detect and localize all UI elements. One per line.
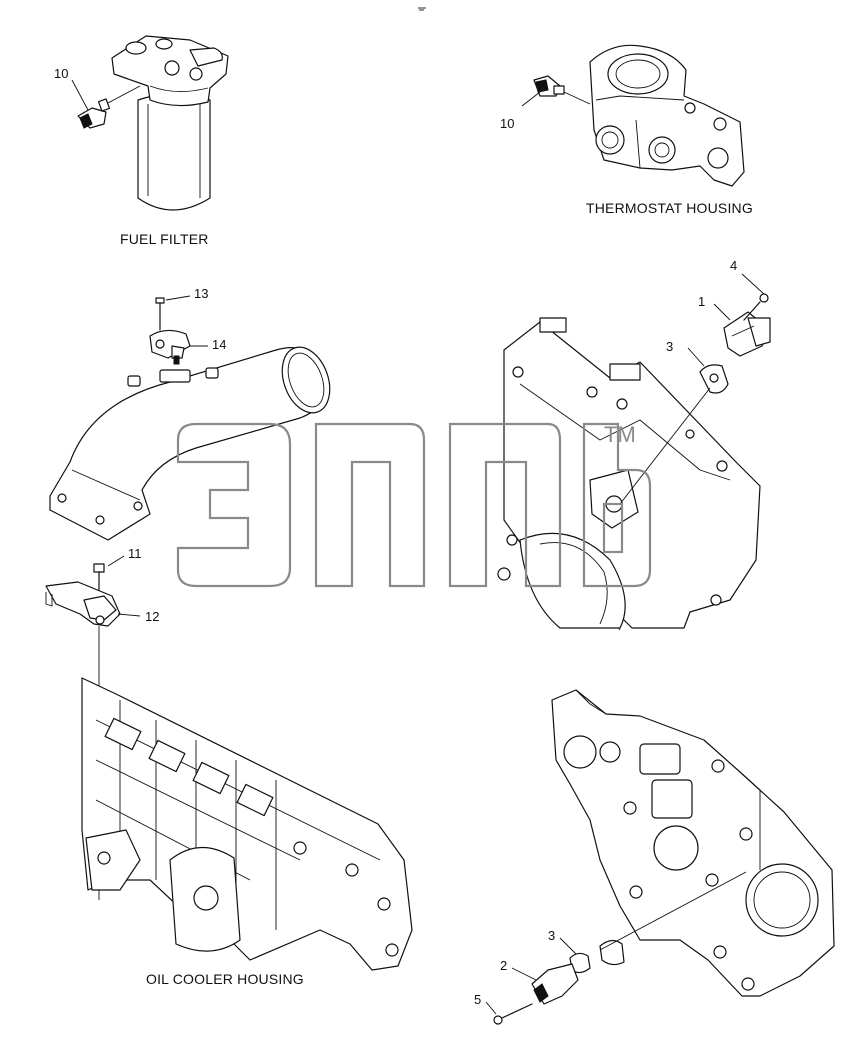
callout-sensor-2: 2 [500, 958, 507, 973]
sensor-12-illustration [45, 555, 141, 900]
callout-bolt-5: 5 [474, 992, 481, 1007]
callout-bolt-4: 4 [730, 258, 737, 273]
intake-elbow-illustration [49, 295, 331, 541]
callout-bolt-13: 13 [194, 286, 208, 301]
caption-fuel-filter: FUEL FILTER [120, 231, 209, 247]
callout-sensor-1: 1 [698, 294, 705, 309]
fuel-filter-illustration [71, 35, 229, 211]
top-mark [418, 7, 426, 11]
caption-thermostat-housing: THERMOSTAT HOUSING [586, 200, 753, 216]
gear-cover-upper-illustration [497, 273, 771, 631]
callout-gasket-3-lower: 3 [548, 928, 555, 943]
gear-cover-lower-illustration [485, 689, 835, 1025]
callout-thermostat-sensor: 10 [500, 116, 514, 131]
oil-cooler-housing-illustration [81, 677, 413, 971]
callout-sensor-14: 14 [212, 337, 226, 352]
watermark-trademark: TM [604, 422, 636, 447]
callout-fuel-filter-sensor: 10 [54, 66, 68, 81]
callout-bolt-11: 11 [128, 546, 142, 561]
callout-sensor-12: 12 [145, 609, 159, 624]
thermostat-housing-illustration [521, 44, 745, 187]
watermark-logo [176, 422, 652, 588]
caption-oil-cooler-housing: OIL COOLER HOUSING [146, 971, 304, 987]
callout-gasket-3-upper: 3 [666, 339, 673, 354]
